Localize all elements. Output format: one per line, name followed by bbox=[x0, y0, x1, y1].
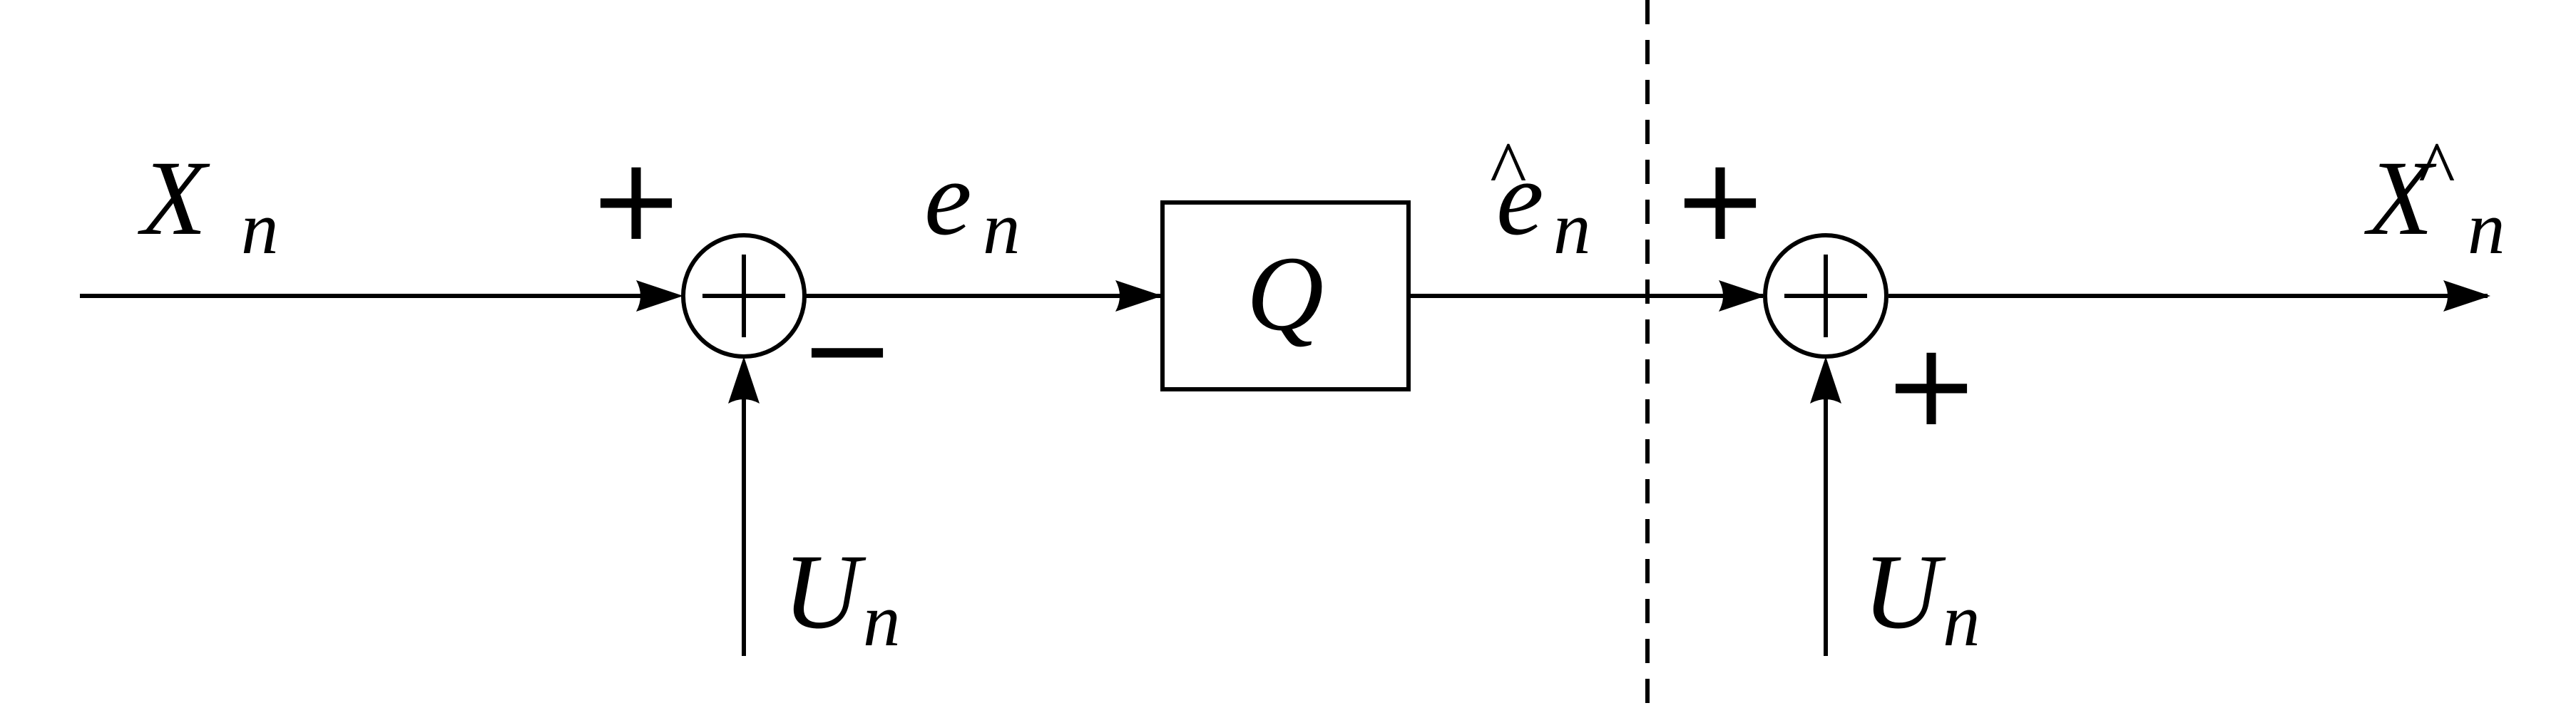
left-summer-dither-sign: − bbox=[799, 282, 895, 416]
arrowhead-dither-left bbox=[728, 356, 760, 404]
arrowhead-into-quantizer bbox=[1115, 280, 1162, 312]
svg-text:X: X bbox=[2364, 139, 2437, 257]
dither-label-left: U n bbox=[783, 533, 901, 662]
arrowhead-into-right-summer bbox=[1719, 280, 1766, 312]
svg-text:n: n bbox=[983, 186, 1021, 270]
svg-text:U: U bbox=[783, 533, 867, 651]
arrowhead-output bbox=[2443, 280, 2490, 312]
svg-text:^: ^ bbox=[2417, 125, 2455, 212]
error-label: e n bbox=[924, 139, 1021, 270]
svg-text:n: n bbox=[1553, 186, 1591, 270]
summing-junction-right bbox=[1763, 233, 1888, 359]
svg-text:n: n bbox=[2468, 186, 2505, 270]
input-label: X n bbox=[138, 139, 279, 270]
svg-text:n: n bbox=[863, 578, 901, 662]
svg-text:X: X bbox=[138, 139, 210, 257]
left-summer-input-sign: + bbox=[588, 133, 684, 266]
quantizer-label: Q bbox=[1247, 235, 1324, 353]
arrowhead-into-left-summer bbox=[636, 280, 683, 312]
summing-junction-left bbox=[681, 233, 807, 359]
right-summer-input-sign: + bbox=[1672, 133, 1768, 266]
svg-text:n: n bbox=[1943, 578, 1980, 662]
svg-text:n: n bbox=[241, 186, 279, 270]
arrowhead-dither-right bbox=[1810, 356, 1841, 404]
quantizer-block bbox=[1160, 200, 1411, 391]
quantized-error-label: ^ e n bbox=[1488, 125, 1591, 270]
svg-text:U: U bbox=[1863, 533, 1946, 651]
dither-label-right: U n bbox=[1863, 533, 1980, 662]
svg-text:^: ^ bbox=[1488, 125, 1526, 212]
svg-text:e: e bbox=[924, 139, 972, 257]
output-label: ^ X n bbox=[2364, 125, 2505, 270]
svg-text:e: e bbox=[1496, 139, 1544, 257]
right-summer-dither-sign: + bbox=[1884, 318, 1979, 451]
